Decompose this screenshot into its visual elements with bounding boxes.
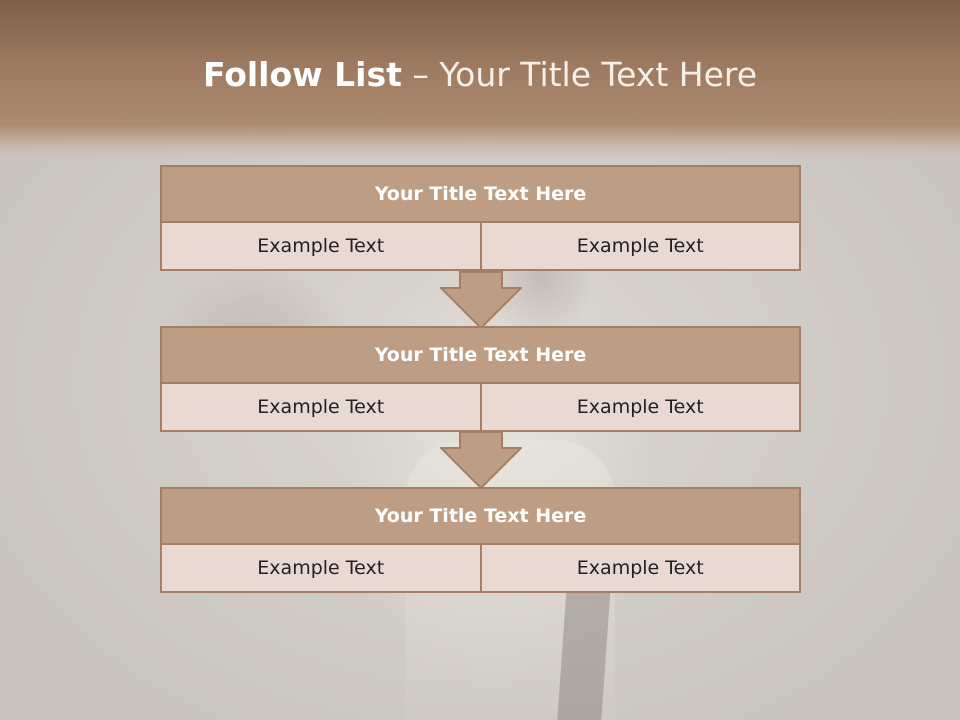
slide-title-rest: – Your Title Text Here xyxy=(401,55,758,94)
step-1-right-text: Example Text xyxy=(479,223,799,269)
slide-title: Follow List – Your Title Text Here xyxy=(0,55,960,94)
step-2-left-text: Example Text xyxy=(162,384,480,430)
slide-title-bold: Follow List xyxy=(202,55,402,94)
step-block-3: Your Title Text Here Example Text Exampl… xyxy=(160,487,801,593)
down-arrow-icon xyxy=(440,271,522,329)
step-3-right-text: Example Text xyxy=(479,545,799,591)
step-1-title: Your Title Text Here xyxy=(162,167,799,223)
step-2-title: Your Title Text Here xyxy=(162,328,799,384)
down-arrow-icon xyxy=(440,431,522,489)
step-2-row: Example Text Example Text xyxy=(162,384,799,430)
step-block-2: Your Title Text Here Example Text Exampl… xyxy=(160,326,801,432)
step-1-left-text: Example Text xyxy=(162,223,480,269)
step-block-1: Your Title Text Here Example Text Exampl… xyxy=(160,165,801,271)
step-3-row: Example Text Example Text xyxy=(162,545,799,591)
step-3-title: Your Title Text Here xyxy=(162,489,799,545)
step-1-row: Example Text Example Text xyxy=(162,223,799,269)
step-3-left-text: Example Text xyxy=(162,545,480,591)
step-2-right-text: Example Text xyxy=(479,384,799,430)
title-banner xyxy=(0,0,960,160)
